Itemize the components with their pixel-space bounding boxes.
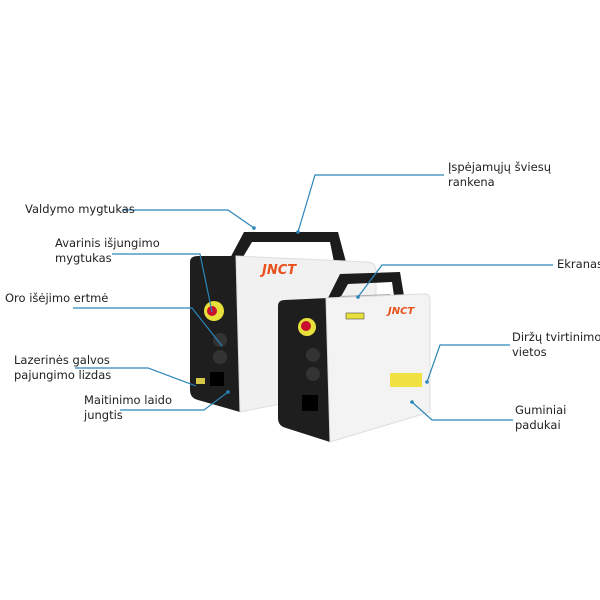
label-line: Įspėjamųjų šviesų [448,160,551,174]
small-power-socket [302,395,318,411]
large-fan-2 [213,350,227,364]
callout-line-emergency-stop [112,253,213,313]
callout-dot [410,400,414,404]
label-line: Maitinimo laido [84,393,173,407]
label-line: pajungimo lizdas [14,368,112,382]
small-laser-warning-sticker [390,373,422,387]
label-line: mygtukas [55,251,112,265]
callout-lines [73,174,553,421]
large-laser-socket [196,378,205,384]
callout-dot [296,230,300,234]
label-line: vietos [512,345,547,359]
label-line: Lazerinės galvos [14,353,110,367]
callout-dot [356,295,360,299]
label-line: Diržų tvirtinimo [512,330,600,344]
small-fan-2 [306,367,320,381]
callout-line-strap-mounts [426,344,510,383]
label-control-button: Valdymo mygtukas [25,202,135,217]
label-line: Guminiai [515,403,567,417]
small-handle [326,272,404,302]
callout-line-laser-head-socket [75,367,197,387]
label-air-outlet: Oro išėjimo ertmė [5,291,108,306]
callout-line-warning-light-handle [297,174,444,233]
label-screen: Ekranas [557,257,600,272]
callout-line-power-cord [120,391,229,411]
small-front-panel [325,293,431,443]
label-line: Ekranas [557,257,600,271]
callout-line-air-outlet [73,307,223,347]
large-side-panel [190,256,240,412]
large-fan-1 [213,333,227,347]
large-handle [228,232,346,262]
label-line: jungtis [84,408,123,422]
label-line: Oro išėjimo ertmė [5,291,109,305]
callout-dot [425,380,429,384]
small-fan-1 [306,348,320,362]
label-line: rankena [448,175,495,189]
label-line: Valdymo mygtukas [25,202,135,216]
callout-dot [252,226,256,230]
large-power-socket [210,372,224,386]
small-laser-machine: JNCT [278,272,431,443]
callout-line-control-button [122,209,255,229]
label-line: padukai [515,418,561,432]
small-logo: JNCT [386,306,415,317]
small-estop-button [301,321,311,331]
small-warning-label [345,312,365,320]
callout-dots [226,226,429,404]
large-logo: JNCT [259,263,297,278]
callout-line-screen [357,264,553,298]
label-line: Avarinis išjungimo [55,236,160,250]
callout-line-rubber-feet [411,401,513,421]
callout-dot [226,390,230,394]
